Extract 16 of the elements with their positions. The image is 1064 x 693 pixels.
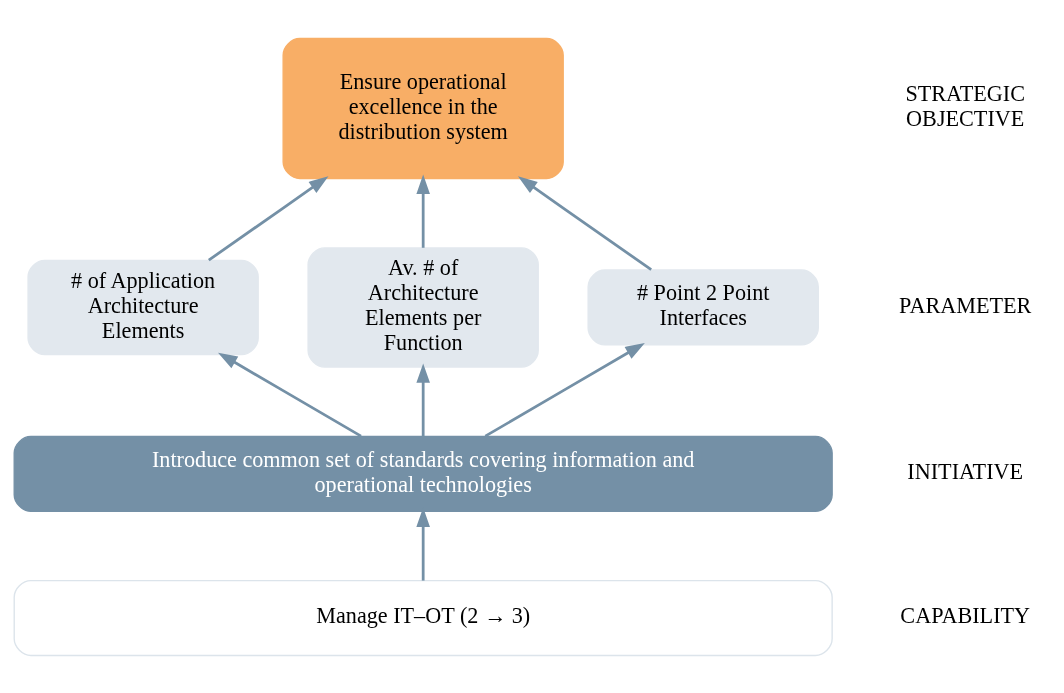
- arrow: [416, 362, 430, 436]
- arrow: [416, 174, 430, 248]
- node-box: Ensure operational excellence in the distribution system: [282, 37, 564, 179]
- arrow: [218, 352, 362, 437]
- arrow: [484, 342, 645, 437]
- node-box: # Point 2 Point Interfaces: [587, 268, 819, 346]
- label: PARAMETER: [899, 292, 1032, 318]
- node-box: Av. # of Architecture Elements per Function: [307, 246, 539, 368]
- node-box: Manage IT–OT (2 → 3): [13, 579, 833, 656]
- arrow: [517, 175, 652, 271]
- node-box: Introduce common set of standards covering information and operational technologies: [13, 435, 833, 512]
- label: STRATEGIC OBJECTIVE: [905, 80, 1025, 131]
- node-box: # of Application Architecture Elements: [27, 259, 259, 355]
- label: CAPABILITY: [900, 602, 1031, 628]
- label: INITIATIVE: [907, 458, 1024, 484]
- arrow: [208, 175, 329, 261]
